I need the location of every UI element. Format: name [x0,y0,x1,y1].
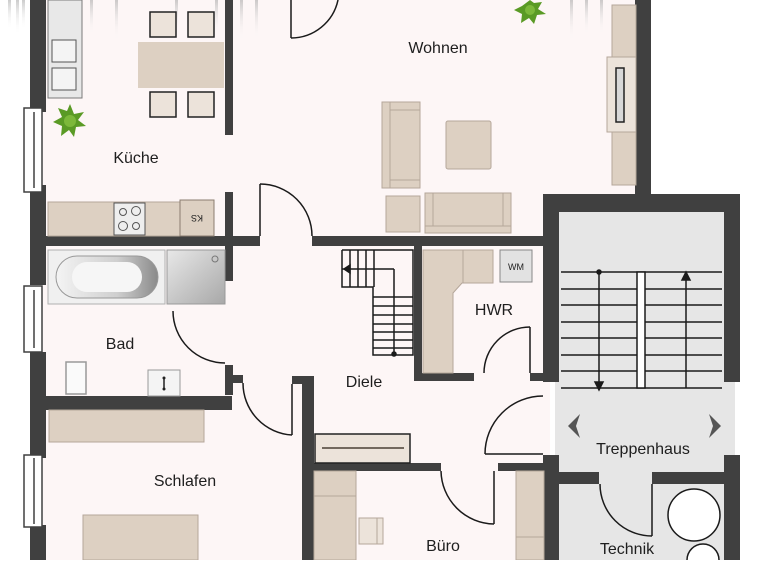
room-label-buero: Büro [426,538,460,555]
hwr-counter [422,249,494,374]
office-furniture [313,470,545,561]
wardrobe [48,409,205,443]
room-label-treppenhaus: Treppenhaus [596,441,690,458]
dining-table [138,11,224,118]
plant-icon-kitchen [53,104,86,137]
toilet [65,361,87,395]
main-staircase [559,212,724,392]
washing-machine [499,249,533,283]
windows [23,107,43,528]
tv-cabinet [606,4,637,186]
bed [82,514,199,561]
room-label-kueche: Küche [113,150,159,167]
plant-icon-living [514,0,546,24]
room-label-diele: Diele [345,374,383,391]
shower [166,249,226,305]
washbasin [147,369,181,397]
kitchen-counter [47,199,215,237]
room-label-wohnen: Wohnen [408,40,468,57]
washing-machine-label: WM [508,262,524,272]
doors [172,0,653,537]
sideboard [314,433,411,464]
room-label-hwr: HWR [474,302,514,319]
sofa-set [381,101,512,234]
room-label-schlafen: Schlafen [153,473,217,490]
internal-staircase [341,249,414,357]
room-label-technik: Technik [599,541,655,558]
bathtub [47,249,166,305]
kitchen-tall-cabinet [47,0,83,99]
direction-arrows [568,414,721,438]
walls [30,0,740,560]
fridge-label: KS [190,213,204,223]
room-label-bad: Bad [105,336,135,353]
